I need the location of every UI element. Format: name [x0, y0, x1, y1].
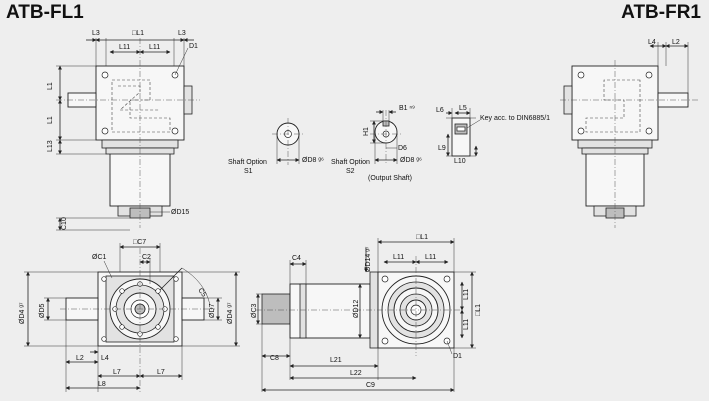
shaft-option-s2 — [370, 110, 402, 165]
label-l22: L22 — [350, 370, 362, 377]
label-d7: ØD7 — [209, 304, 216, 319]
label-output-shaft: (Output Shaft) — [368, 175, 412, 182]
label-box-l1-vertical: □L1 — [475, 304, 482, 316]
label-l6: L6 — [436, 107, 444, 114]
label-d4-left: ØD4 ᵍ⁷ — [19, 302, 26, 324]
label-l21: L21 — [330, 357, 342, 364]
label-l11-vertical-b: L11 — [463, 319, 470, 330]
label-l1-lower: L1 — [47, 116, 54, 124]
label-l13: L13 — [47, 140, 54, 152]
label-l1-upper: L1 — [47, 82, 54, 90]
label-s2: S2 — [346, 168, 355, 175]
label-shaft-option-s2: Shaft Option — [331, 159, 370, 166]
label-l11-d: L11 — [425, 254, 436, 261]
label-shaft-option-s1: Shaft Option — [228, 159, 267, 166]
label-l9: L9 — [438, 145, 446, 152]
label-d4-right: ØD4 ᵍ⁷ — [227, 302, 234, 324]
label-l10: L10 — [454, 158, 466, 165]
label-c9: C9 — [366, 382, 375, 389]
label-c5: C5 — [196, 287, 207, 298]
shaft-option-s1 — [272, 118, 304, 165]
label-h1: H1 — [363, 127, 370, 136]
label-d14: ØD14 ᵍ⁷ — [365, 246, 372, 272]
label-d15: ØD15 — [171, 209, 189, 216]
label-key-note: Key acc. to DIN6885/1 — [480, 115, 550, 122]
label-c1: ØC1 — [92, 254, 107, 261]
label-l2-bottom: L2 — [76, 355, 84, 362]
label-c10: C10 — [61, 217, 68, 230]
label-s1: S1 — [244, 168, 253, 175]
label-c7: □C7 — [133, 239, 146, 246]
label-c3: ØC3 — [251, 304, 258, 319]
label-l7-a: L7 — [113, 369, 121, 376]
fl1-side-view — [56, 38, 200, 231]
label-box-l1-right: □L1 — [416, 234, 428, 241]
label-d1-bottom: D1 — [453, 353, 462, 360]
label-l7-b: L7 — [157, 369, 165, 376]
keyed-shaft-detail — [446, 108, 481, 157]
label-l11-c: L11 — [393, 254, 404, 261]
label-d6: D6 — [398, 145, 407, 152]
label-d8-s1: ØD8 ᵍ⁶ — [302, 157, 324, 164]
output-side-view — [256, 238, 476, 392]
label-l8: L8 — [98, 381, 106, 388]
label-d12: ØD12 — [353, 300, 360, 318]
label-c8: C8 — [270, 355, 279, 362]
label-c4: C4 — [292, 255, 301, 262]
label-c2: C2 — [142, 254, 151, 261]
label-l3-left: L3 — [92, 30, 100, 37]
label-d1: D1 — [189, 43, 198, 50]
label-l4-right: L4 — [648, 39, 656, 46]
label-l4-bottom: L4 — [101, 355, 109, 362]
label-l2-right: L2 — [672, 39, 680, 46]
label-d5: ØD5 — [39, 304, 46, 319]
label-b1: B1 ⁿ⁹ — [399, 105, 415, 112]
label-l3-right: L3 — [178, 30, 186, 37]
label-l11-vertical-a: L11 — [463, 289, 470, 300]
label-d8-s2: ØD8 ᵍ⁶ — [400, 157, 422, 164]
label-l11-b: L11 — [149, 44, 160, 51]
label-l5: L5 — [459, 105, 467, 112]
model-title-fr1: ATB-FR1 — [621, 2, 701, 23]
label-box-l1: □L1 — [132, 30, 144, 37]
label-l11-a: L11 — [119, 44, 130, 51]
fr1-side-view — [560, 42, 700, 228]
model-title-fl1: ATB-FL1 — [6, 2, 84, 23]
front-view-left — [24, 243, 240, 392]
